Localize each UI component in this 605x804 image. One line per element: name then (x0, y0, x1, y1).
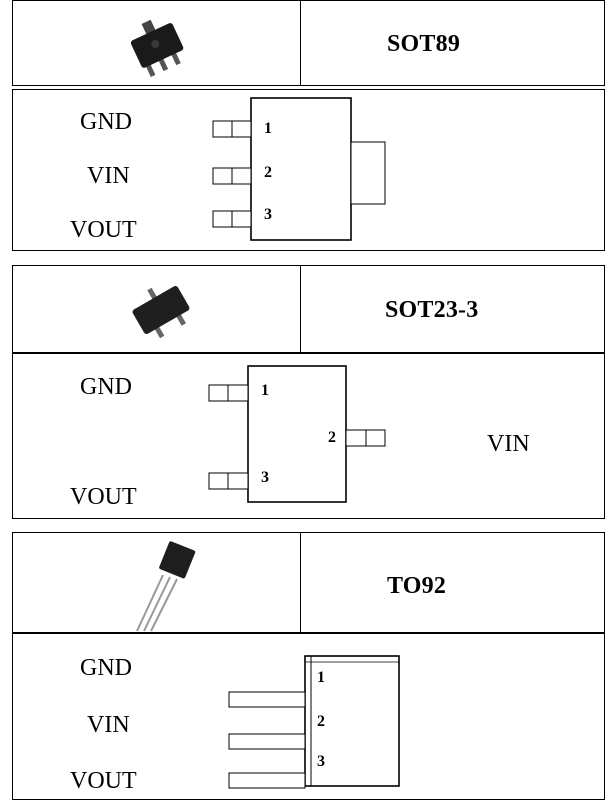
sot89-label-gnd: GND (80, 109, 132, 135)
sot23-label-gnd: GND (80, 374, 132, 400)
sot23-pinout-diagram (208, 365, 386, 503)
sot89-label-vin: VIN (87, 163, 130, 189)
to92-pin-number-1: 1 (317, 669, 325, 686)
sot89-title: SOT89 (387, 31, 461, 57)
to92-label-gnd: GND (80, 655, 132, 681)
sot89-pinout-box: GND VIN VOUT 1 2 3 (12, 89, 605, 251)
sot89-pin-number-1: 1 (264, 120, 272, 137)
sot23-label-vout: VOUT (70, 484, 137, 510)
sot23-pin-number-2: 2 (328, 429, 336, 446)
sot89-pin-number-2: 2 (264, 164, 272, 181)
sot89-label-vout: VOUT (70, 217, 137, 243)
to92-pin-number-3: 3 (317, 753, 325, 770)
sot23-package-image (132, 285, 190, 339)
sot89-header-box: SOT89 (12, 0, 605, 86)
sot89-package-image (130, 19, 184, 78)
sot23-pin-number-1: 1 (261, 382, 269, 399)
to92-header-divider (300, 533, 301, 632)
to92-label-vin: VIN (87, 712, 130, 738)
to92-pinout-box: GND VIN VOUT 1 2 3 (12, 633, 605, 800)
sot23-header-divider (300, 266, 301, 352)
to92-title: TO92 (387, 573, 447, 599)
sot23-pinout-box: GND VIN VOUT 1 2 3 (12, 353, 605, 519)
to92-label-vout: VOUT (70, 768, 137, 794)
to92-package-image (136, 541, 196, 632)
to92-pinout-diagram (228, 655, 400, 789)
sot23-header-box: SOT23-3 (12, 265, 605, 353)
to92-pin-number-2: 2 (317, 713, 325, 730)
to92-header-box: TO92 (12, 532, 605, 633)
sot89-pin-number-3: 3 (264, 206, 272, 223)
sot89-pinout-diagram (212, 97, 386, 241)
sot89-header-divider (300, 1, 301, 85)
sot23-pin-number-3: 3 (261, 469, 269, 486)
sot23-title: SOT23-3 (385, 297, 479, 323)
sot23-label-vin: VIN (487, 431, 530, 457)
